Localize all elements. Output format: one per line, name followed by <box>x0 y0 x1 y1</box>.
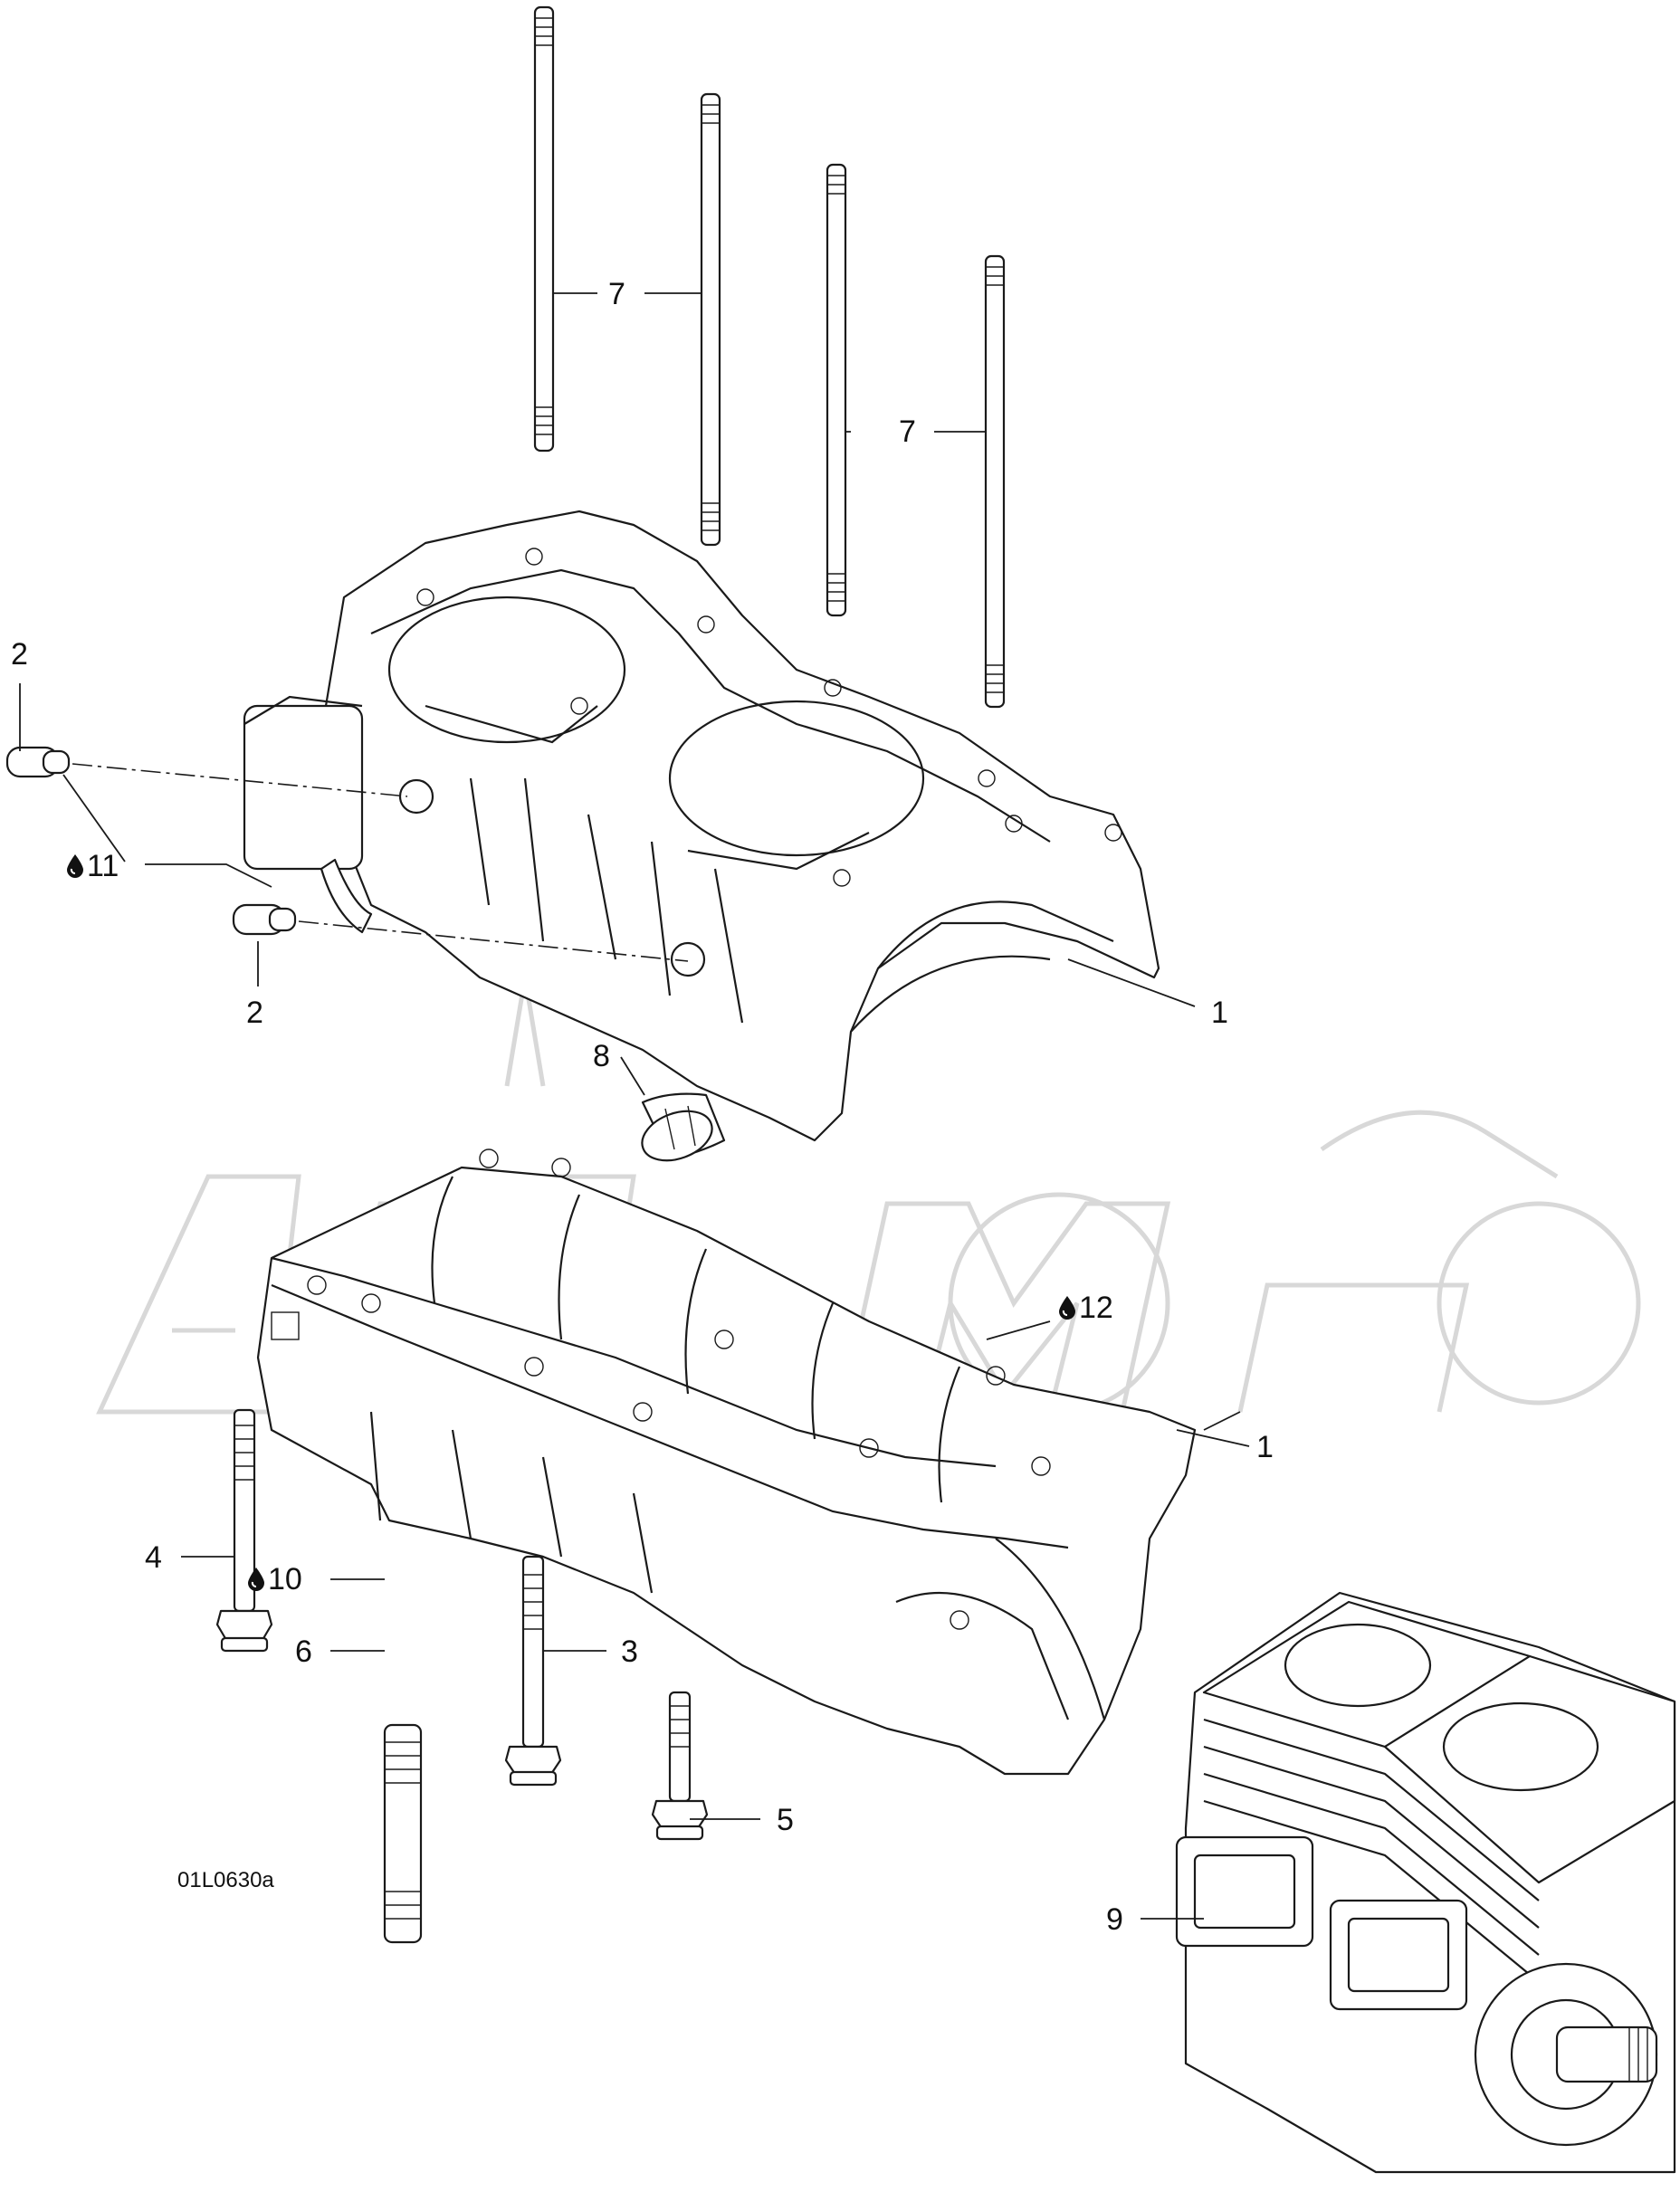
callout-10: 10 <box>246 1564 302 1595</box>
callout-5: 5 <box>777 1803 794 1837</box>
callout-11-text: 11 <box>87 849 119 883</box>
long-studs <box>533 5 1006 709</box>
upper-crankcase <box>243 510 1160 1142</box>
alignment-line-lower <box>298 920 689 962</box>
callout-6: 6 <box>295 1634 312 1669</box>
lubricant-drop-icon <box>67 854 83 878</box>
stud-6 <box>383 1723 423 1944</box>
screw-3 <box>504 1555 562 1787</box>
callout-2: 2 <box>11 637 28 672</box>
drawing-reference-code: 01L0630a <box>177 1868 274 1892</box>
callout-1: 1 <box>1211 996 1228 1030</box>
callout-11: 11 <box>65 851 119 882</box>
fittings <box>5 746 373 936</box>
callout-3: 3 <box>621 1634 638 1669</box>
callout-12: 12 <box>1057 1292 1113 1323</box>
callout-4: 4 <box>145 1540 162 1575</box>
callout-8: 8 <box>593 1039 610 1073</box>
callout-1: 1 <box>1256 1430 1274 1464</box>
engine-assembly <box>1175 1591 1676 2174</box>
screw-5 <box>651 1691 709 1841</box>
callout-7: 7 <box>899 415 916 449</box>
callout-7: 7 <box>608 277 625 311</box>
screw-4 <box>215 1408 273 1653</box>
lubricant-drop-icon <box>1059 1296 1075 1320</box>
sleeve <box>641 1092 726 1162</box>
callout-12-text: 12 <box>1079 1291 1113 1325</box>
alignment-line-upper <box>72 763 408 797</box>
lubricant-drop-icon <box>248 1568 264 1591</box>
callout-10-text: 10 <box>268 1562 302 1596</box>
callout-2: 2 <box>246 996 263 1030</box>
leader-lines <box>19 292 1250 1920</box>
lower-crankcase <box>256 1148 1197 1776</box>
callout-9: 9 <box>1106 1902 1123 1937</box>
